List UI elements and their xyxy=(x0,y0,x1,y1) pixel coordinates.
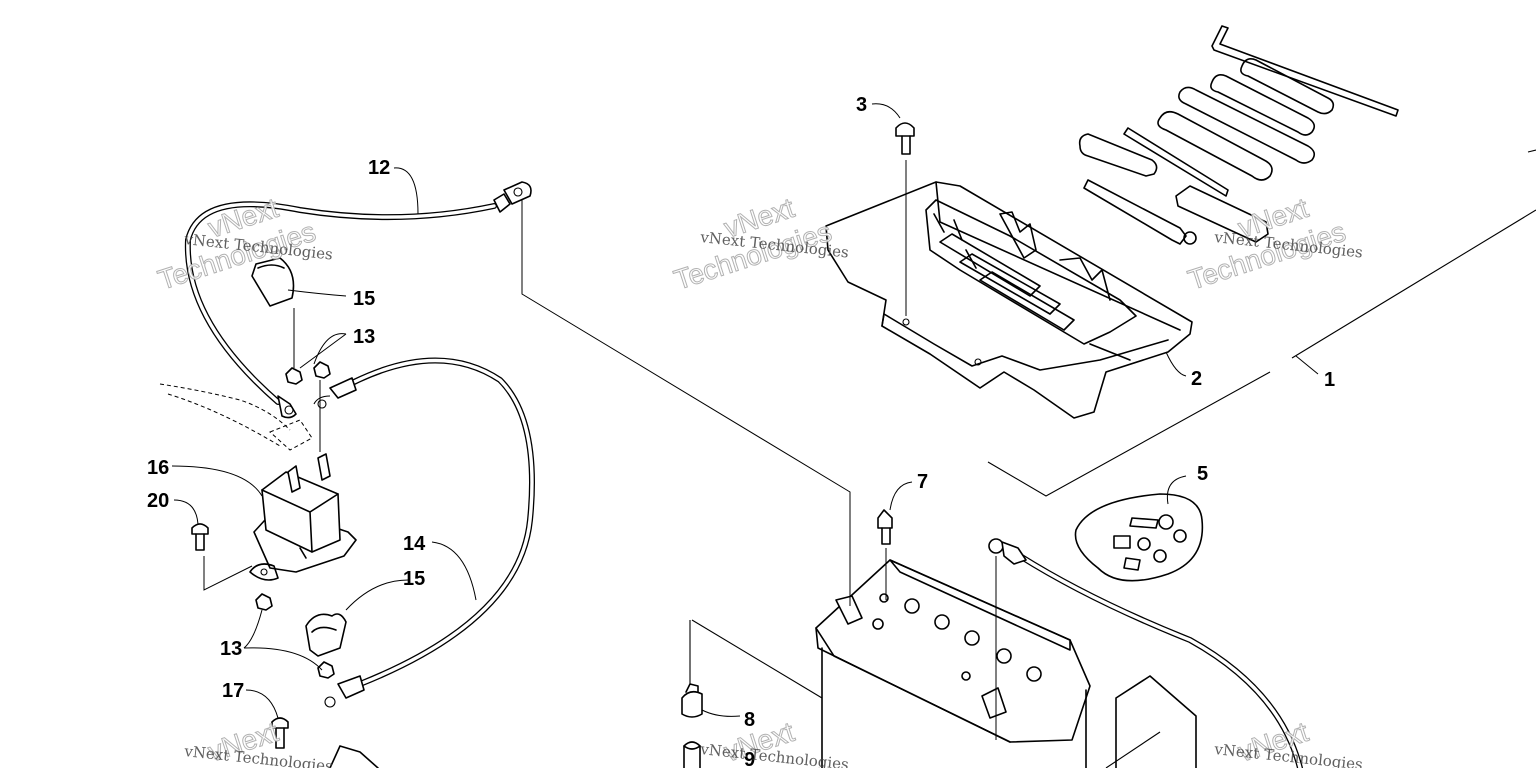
watermark-right-bottom: vNext vNext Technologies xyxy=(1213,716,1364,768)
cable-14 xyxy=(313,357,535,708)
watermark-center-top: vNext Technologies vNext Technologies xyxy=(670,192,850,297)
callout-13-bottom: 13 xyxy=(220,638,242,660)
callout-9: 9 xyxy=(744,749,755,768)
callout-12: 12 xyxy=(368,157,390,179)
callout-8: 8 xyxy=(744,709,755,731)
watermark-left-top: vNext Technologies vNext Technologies xyxy=(154,192,334,297)
cable-12 xyxy=(184,181,532,419)
watermark-left-bottom: vNext vNext Technologies xyxy=(183,716,334,768)
callout-7: 7 xyxy=(917,471,928,493)
screw-17 xyxy=(271,717,289,749)
boot-15-top xyxy=(251,257,295,307)
callout-20: 20 xyxy=(147,490,169,512)
housing-fragment xyxy=(329,745,379,768)
callout-1: 1 xyxy=(1324,369,1335,391)
solenoid xyxy=(249,453,357,581)
leader-12-battery xyxy=(521,196,851,606)
tool-kit xyxy=(1078,25,1399,245)
callout-17: 17 xyxy=(222,680,244,702)
battery-cable xyxy=(988,538,1303,768)
tool-box-outline xyxy=(987,149,1536,497)
clip-8 xyxy=(681,619,823,768)
callout-labels: 1 2 3 5 7 8 9 12 13 13 14 15 15 16 17 20 xyxy=(147,94,1335,768)
screw-7 xyxy=(877,509,893,600)
nut-13-a xyxy=(255,361,335,679)
callout-13-top: 13 xyxy=(353,326,375,348)
battery xyxy=(815,559,1197,768)
dashed-wiring xyxy=(159,383,313,451)
callout-16: 16 xyxy=(147,457,169,479)
callout-14: 14 xyxy=(403,533,426,555)
screw-20 xyxy=(191,523,253,591)
hardware-bag xyxy=(1074,493,1204,582)
tool-tray xyxy=(825,181,1193,419)
screw-3 xyxy=(895,122,915,316)
callout-15-bottom: 15 xyxy=(403,568,425,590)
callout-5: 5 xyxy=(1197,463,1208,485)
callout-leaders xyxy=(171,103,1319,719)
watermark-center-bottom: vNext vNext Technologies xyxy=(699,716,850,768)
boot-15-bottom xyxy=(305,613,347,657)
callout-3: 3 xyxy=(856,94,867,116)
callout-2: 2 xyxy=(1191,368,1202,390)
callout-15-top: 15 xyxy=(353,288,375,310)
